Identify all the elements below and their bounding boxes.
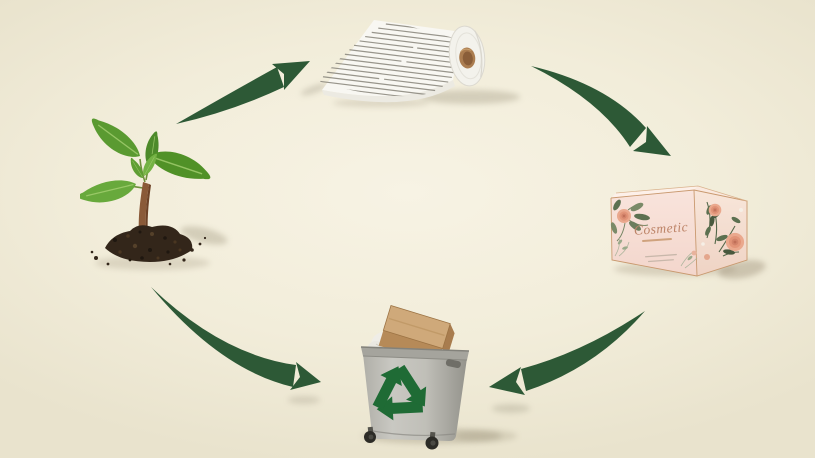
bin-body-bottom-shade — [372, 430, 456, 437]
leaf-left — [75, 175, 140, 209]
side-rosebud — [704, 254, 710, 260]
front-corner-leaves — [617, 239, 693, 261]
paper-sheet-curl — [322, 80, 455, 103]
arrow-body — [151, 287, 296, 387]
front-rose — [617, 209, 631, 223]
arrow-paper-roll-to-cosmetic-box — [531, 66, 671, 156]
printed-text-lines — [317, 23, 459, 99]
soil-mound — [105, 225, 193, 262]
roll-core-hole — [462, 51, 473, 66]
box-edges — [610, 185, 748, 277]
bin-wheels — [364, 426, 439, 450]
bin-shadow-right — [455, 430, 517, 442]
cosmetic-packaging-box-icon — [610, 185, 748, 277]
seedling-illustration — [75, 110, 216, 275]
arrow-head — [633, 126, 671, 156]
arrow-seedling-to-recycling-bin — [151, 287, 321, 390]
front-corner-sprigs — [614, 237, 698, 269]
arrow-cosmetic-box-to-recycling-bin — [489, 311, 645, 395]
plant-stem — [138, 182, 149, 236]
fine-print-line-2 — [648, 259, 674, 263]
paper-roll-cylinder — [448, 25, 486, 87]
paper-roll-illustration — [312, 6, 502, 116]
recycling-bin-illustration — [346, 298, 486, 455]
printed-paper-roll-icon — [317, 20, 486, 103]
soil-shadow — [95, 256, 210, 270]
bin-side-handle — [445, 359, 461, 369]
box-top-face — [611, 186, 698, 198]
paper-sheet-shadow — [333, 99, 429, 107]
arrow-head — [272, 61, 310, 90]
label-subtitle-line — [642, 238, 672, 242]
arrowhead-shadow-bottom-right — [492, 404, 530, 413]
side-rose-small — [708, 203, 722, 217]
front-floral-decal — [610, 199, 650, 242]
plant-stem-shade — [145, 184, 151, 236]
seedling-icon — [75, 111, 216, 266]
side-floral-decal — [701, 201, 745, 260]
arrow-head — [489, 367, 525, 395]
arrow-body — [531, 66, 646, 147]
soil-texture — [113, 230, 182, 262]
arrowhead-shadow-bottom-left — [288, 396, 320, 404]
side-rose-large — [725, 232, 745, 252]
paper-roll-shadow — [420, 90, 520, 104]
fine-print-line-1 — [645, 253, 677, 258]
box-side-face — [694, 190, 747, 276]
cosmetic-box-illustration — [595, 180, 755, 285]
recycling-bin-icon — [360, 304, 470, 450]
leaf-sprout-left — [127, 156, 147, 181]
soil-crumbs — [90, 236, 207, 266]
arrow-head — [290, 362, 321, 390]
front-rosebud — [691, 250, 697, 256]
leaf-upper-left — [84, 111, 146, 166]
bin-rim-top-edge — [360, 346, 470, 352]
arrow-body — [521, 311, 645, 391]
